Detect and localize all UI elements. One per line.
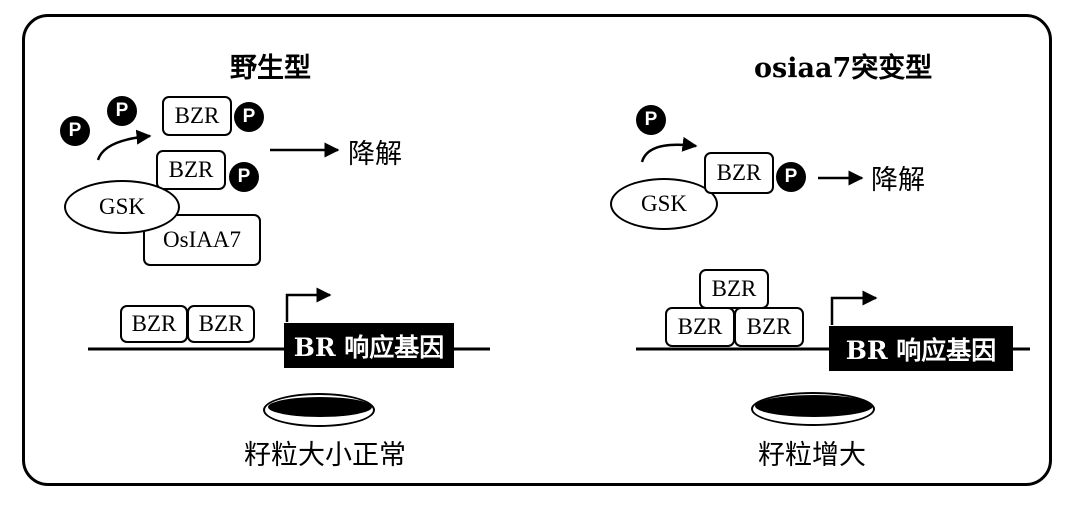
bzr-box-phosphorylated: BZR (704, 152, 774, 194)
right-transcription-start-arrow (830, 290, 878, 325)
left-seed-label: 籽粒大小正常 (244, 440, 406, 471)
bzr-box-bound: BZR (734, 307, 804, 347)
right-panel-title: osiaa7突变型 (754, 53, 933, 84)
diagram-frame (22, 14, 1052, 486)
phosphate-icon: P (107, 96, 137, 126)
gsk-ellipse: GSK (610, 178, 718, 230)
br-response-gene: BR 响应基因 (284, 323, 454, 368)
right-seed-label: 籽粒增大 (758, 440, 866, 471)
bzr-box-phosphorylated: BZR (156, 150, 226, 190)
left-transcription-start-arrow (285, 287, 332, 322)
bzr-box-bound: BZR (187, 305, 255, 343)
bzr-box-bound: BZR (665, 307, 735, 347)
left-phospho-transfer-arrow (96, 129, 152, 161)
br-response-gene: BR 响应基因 (829, 326, 1013, 371)
left-panel-title: 野生型 (230, 53, 311, 84)
phosphate-icon: P (234, 102, 264, 132)
osiaa7-box: OsIAA7 (143, 214, 261, 266)
right-phospho-transfer-arrow (640, 136, 698, 163)
enlarged-seed-icon (751, 392, 875, 426)
left-degradation-label: 降解 (348, 139, 402, 170)
phosphate-icon: P (60, 116, 90, 146)
right-degradation-label: 降解 (871, 165, 925, 196)
phosphate-icon: P (636, 105, 666, 135)
phosphate-icon: P (229, 162, 259, 192)
bzr-box-bound: BZR (120, 305, 188, 343)
bzr-box-phosphorylated: BZR (162, 96, 232, 136)
gsk-ellipse: GSK (64, 180, 180, 234)
phosphate-icon: P (776, 162, 806, 192)
normal-seed-icon (263, 393, 375, 427)
bzr-box-bound: BZR (699, 269, 769, 309)
